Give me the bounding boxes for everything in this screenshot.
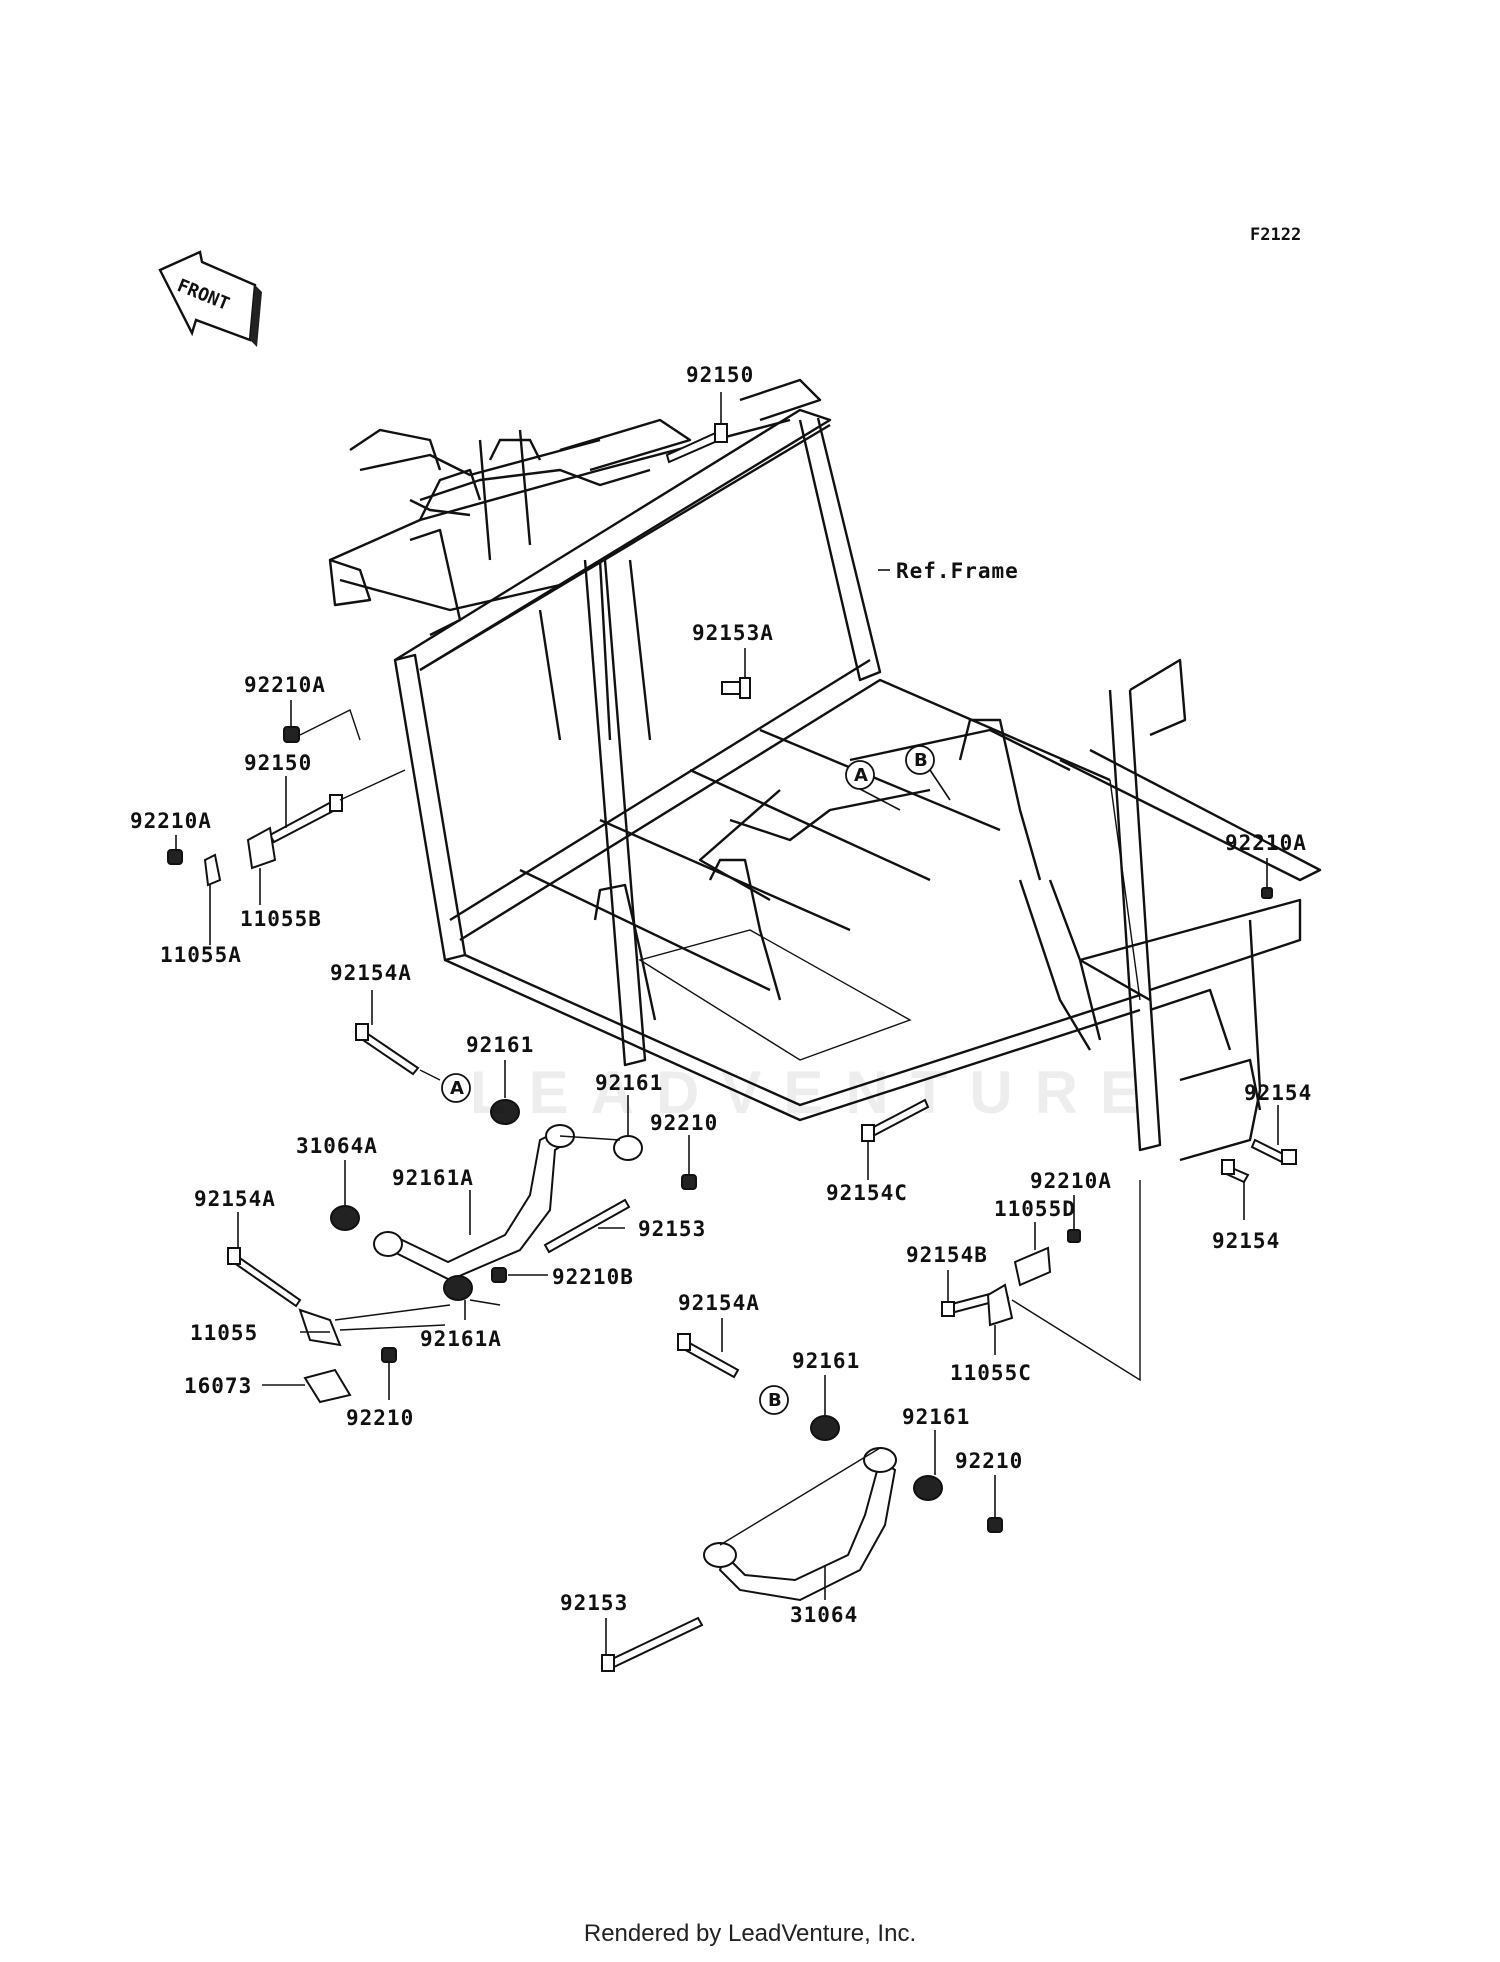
bolt-92150-mid (268, 769, 406, 844)
arm-31064 (703, 1447, 897, 1602)
bushing-92161A-1 (330, 1160, 360, 1231)
label-92210-2: 92210 (346, 1406, 414, 1430)
nut-92210A-2 (167, 835, 183, 865)
bushing-92161-2 (613, 1095, 643, 1161)
bushing-92161-4 (913, 1430, 943, 1501)
label-92210-3: 92210 (955, 1449, 1023, 1473)
svg-text:A: A (854, 765, 868, 786)
label-92210B: 92210B (552, 1265, 634, 1289)
marker-b-frame: B (905, 745, 951, 801)
label-31064A: 92161A (392, 1166, 474, 1190)
bolt-92154A-2 (227, 1212, 302, 1308)
bracket-11055C (986, 1180, 1141, 1382)
label-92150-mid: 92150 (244, 751, 312, 775)
marker-a-frame: A (845, 760, 901, 811)
arm-31064A (373, 1124, 621, 1282)
bushing-92161A-2 (443, 1275, 501, 1320)
bushing-92161-1 (490, 1060, 520, 1125)
label-92161A-1: 31064A (296, 1134, 378, 1158)
marker-b-arm: B (759, 1385, 789, 1415)
label-92154A-3: 92154A (678, 1291, 760, 1315)
label-92210A-3: 92210A (1030, 1169, 1112, 1193)
bracket-11055A (203, 853, 222, 945)
bracket-11055D (1013, 1222, 1052, 1287)
svg-text:B: B (914, 750, 928, 771)
label-92210A-1: 92210A (244, 673, 326, 697)
bolt-92154C (861, 1098, 930, 1180)
bolt-92150-top (665, 392, 728, 464)
nut-92210-1 (681, 1135, 697, 1190)
label-92154C: 92154C (826, 1181, 908, 1205)
label-11055C: 11055C (950, 1361, 1032, 1385)
footer-text: Rendered by LeadVenture, Inc. (583, 1920, 917, 1947)
nut-92210A-right (1261, 858, 1273, 899)
label-11055D: 11055D (994, 1197, 1076, 1221)
label-92161-3: 92161 (792, 1349, 860, 1373)
marker-a-arm: A (441, 1073, 471, 1103)
bolt-92154-1 (1250, 1105, 1297, 1165)
nut-92210A-3 (1067, 1195, 1081, 1243)
label-92154-1: 92154 (1244, 1081, 1312, 1105)
label-92210A-2: 92210A (130, 809, 212, 833)
label-92153-2: 92153 (560, 1591, 628, 1615)
label-92153A: 92153A (692, 621, 774, 645)
label-92154A-2: 92154A (194, 1187, 276, 1211)
watermark-text: LEADVENTURE (470, 1059, 1163, 1126)
nut-92210-2 (381, 1347, 397, 1400)
label-92154-2: 92154 (1212, 1229, 1280, 1253)
bracket-11055B (246, 826, 277, 905)
label-92210A-right: 92210A (1225, 831, 1307, 855)
label-92161A-2: 92161A (420, 1327, 502, 1351)
diagram-code: F2122 (1250, 225, 1301, 245)
bolt-92154-2 (1220, 1159, 1250, 1220)
label-11055: 11055 (190, 1321, 258, 1345)
label-92153-1: 92153 (638, 1217, 706, 1241)
label-92161-2: 92161 (595, 1071, 663, 1095)
label-92161-1: 92161 (466, 1033, 534, 1057)
label-92154B: 92154B (906, 1243, 988, 1267)
nut-92210A-left (283, 700, 361, 743)
label-92210-1: 92210 (650, 1111, 718, 1135)
label-11055B: 11055B (240, 907, 322, 931)
label-92150-top: 92150 (686, 363, 754, 387)
svg-text:B: B (768, 1390, 782, 1411)
label-16073: 16073 (184, 1374, 252, 1398)
bolt-92154A-1 (355, 990, 441, 1081)
front-arrow-icon: FRONT (158, 250, 262, 347)
ref-frame-label: Ref.Frame (896, 559, 1019, 583)
bracket-11055 (298, 1304, 451, 1347)
bolt-92154A-3 (677, 1318, 740, 1379)
label-11055A: 11055A (160, 943, 242, 967)
label-92161-4: 92161 (902, 1405, 970, 1429)
nut-92210-3 (987, 1475, 1003, 1533)
bolt-92153A (721, 648, 751, 699)
frame-drawing (328, 378, 1322, 1162)
bolt-92153-1 (543, 1198, 631, 1254)
bolt-92153-2 (601, 1616, 704, 1672)
svg-text:A: A (450, 1078, 464, 1099)
label-31064: 31064 (790, 1603, 858, 1627)
plate-16073 (262, 1368, 352, 1404)
nut-92210B (491, 1267, 548, 1283)
bushing-92161-3 (810, 1375, 840, 1441)
label-92154A-1: 92154A (330, 961, 412, 985)
